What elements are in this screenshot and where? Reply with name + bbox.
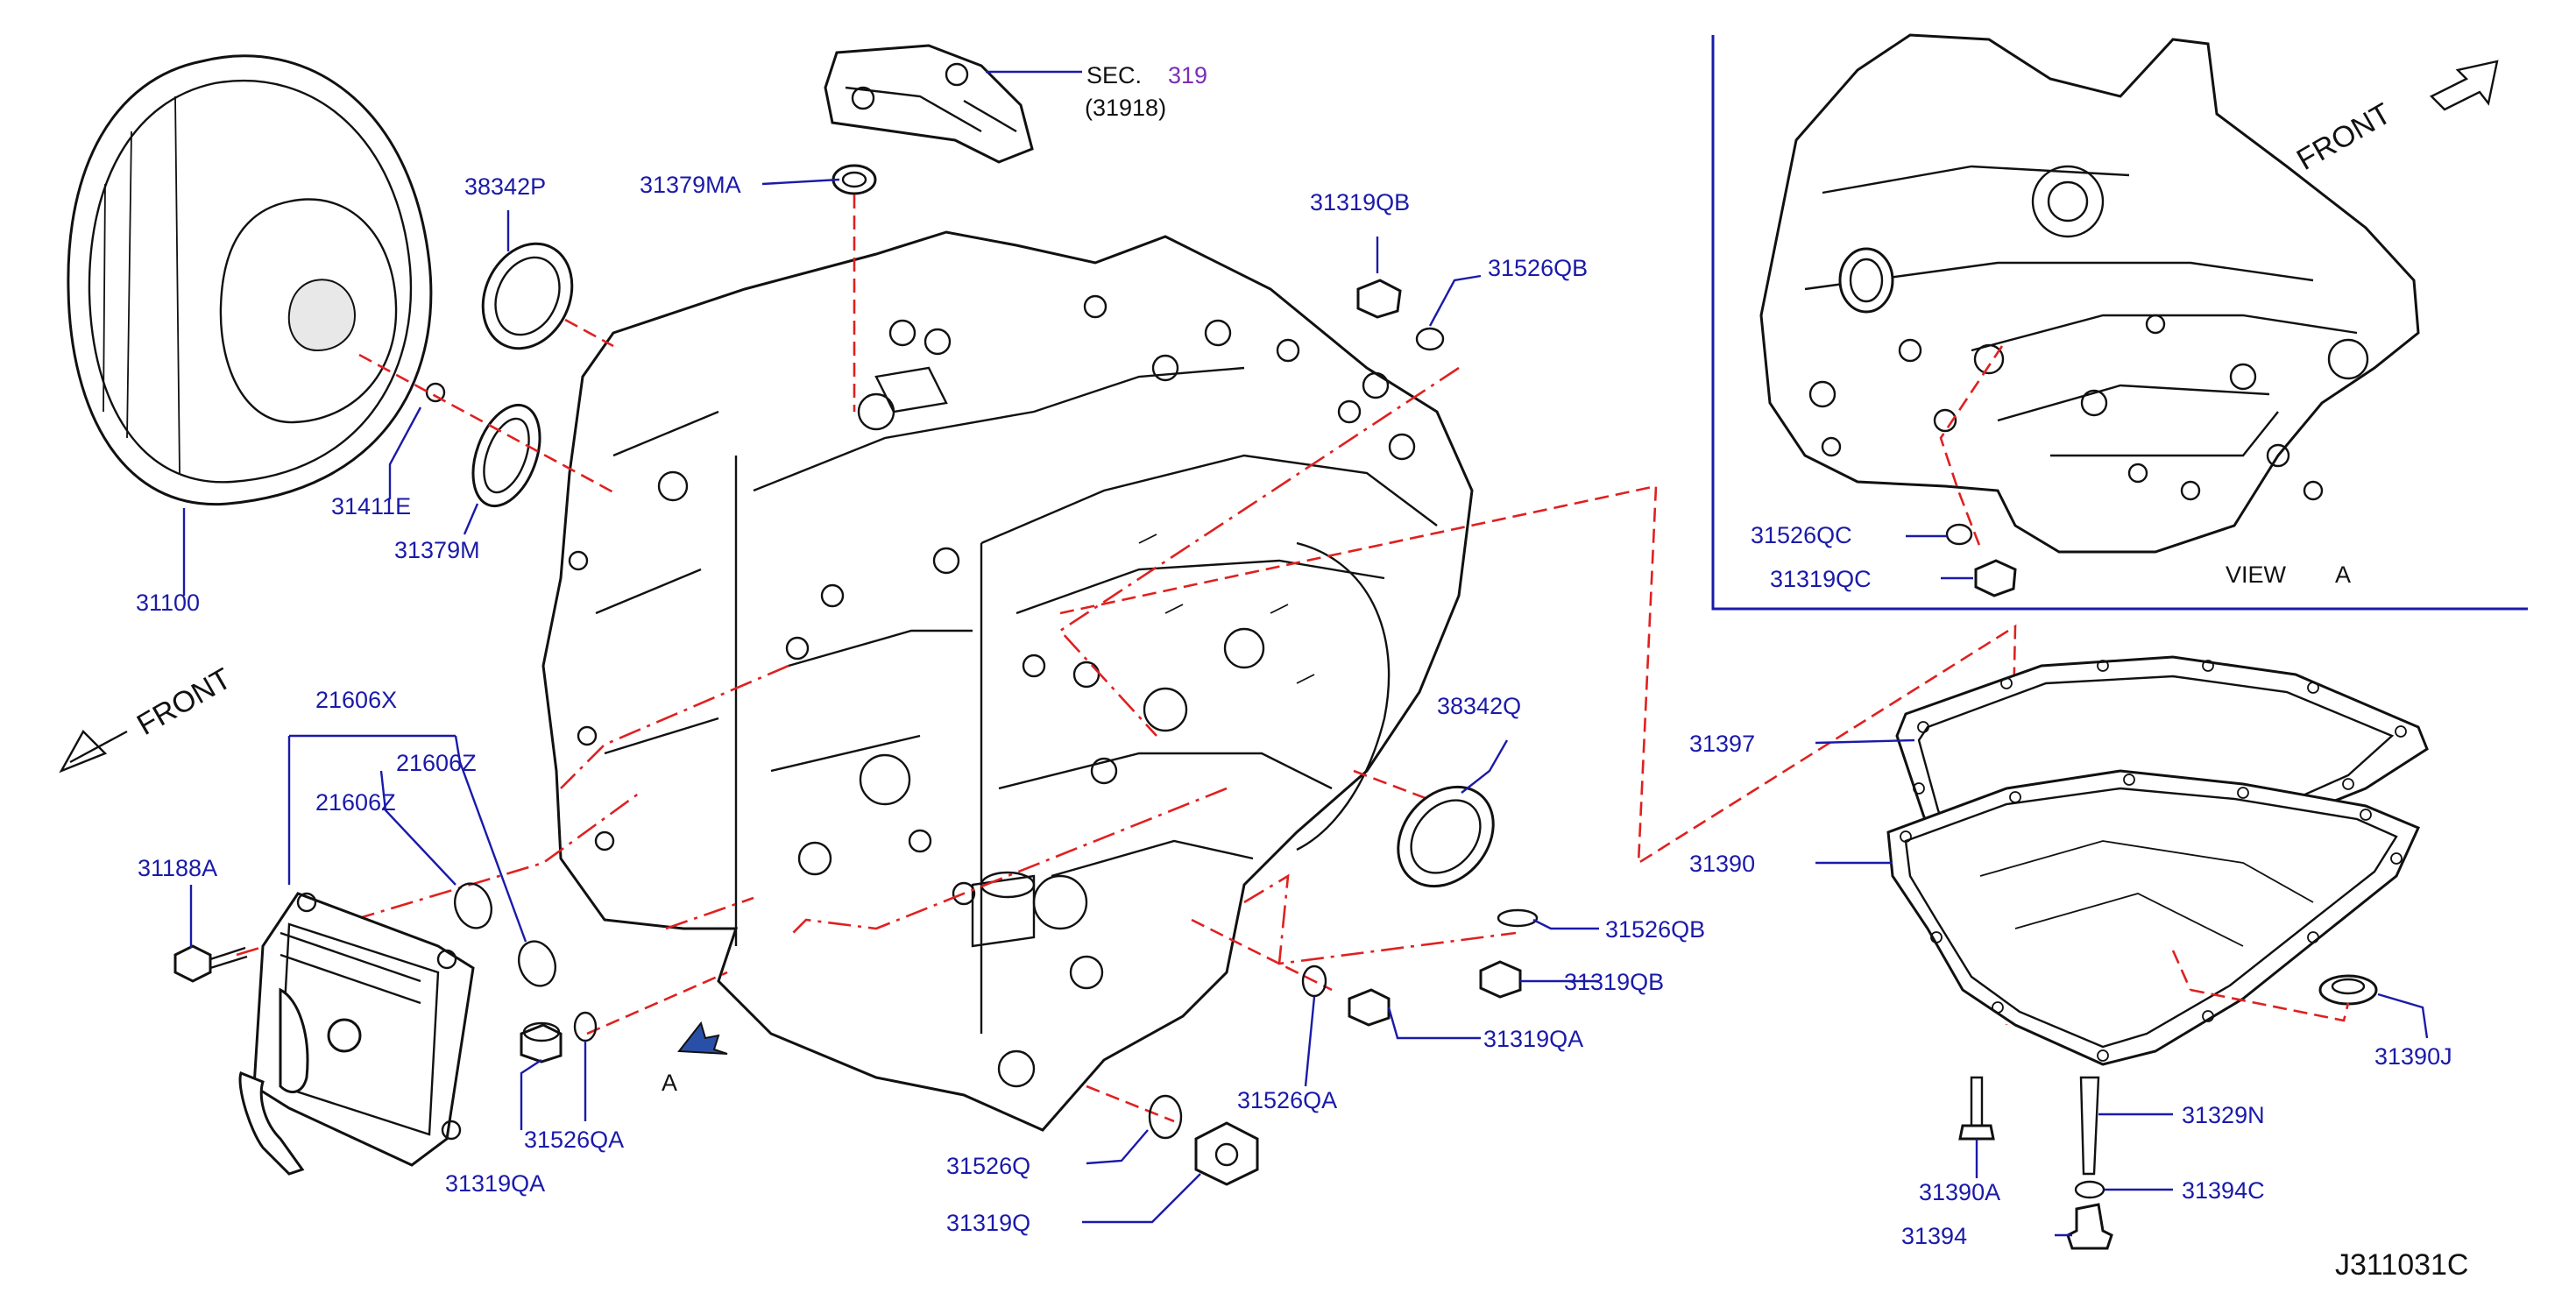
leaders-blue bbox=[182, 70, 2429, 1237]
plug-31319Q[interactable] bbox=[1194, 1121, 1259, 1186]
o-ring-31526QA-mid[interactable] bbox=[1301, 964, 1327, 998]
label-21606X: 21606X bbox=[315, 687, 397, 713]
o-ring-31411E[interactable] bbox=[425, 382, 446, 403]
view-A-frame bbox=[1711, 35, 2528, 611]
o-ring-31526QC[interactable] bbox=[1945, 523, 1973, 546]
leader-31319QA-mid bbox=[1191, 918, 1333, 992]
view-A-case-detail bbox=[1759, 33, 2420, 554]
label-31100: 31100 bbox=[136, 590, 200, 616]
label-sec-319[interactable]: 319 bbox=[1168, 62, 1207, 88]
plug-31319QB-top[interactable] bbox=[1356, 279, 1402, 319]
label-31379M: 31379M bbox=[394, 537, 480, 563]
view-direction-arrow-A bbox=[677, 1021, 728, 1055]
leader-view-A bbox=[1939, 345, 2004, 548]
label-31526QB-right: 31526QB bbox=[1605, 916, 1705, 943]
leader-dashdot-view bbox=[1058, 366, 1460, 737]
label-31319QA-mid: 31319QA bbox=[1483, 1026, 1583, 1052]
torque-converter-31100[interactable] bbox=[67, 54, 433, 506]
leader-31319Q bbox=[1086, 1085, 1175, 1123]
label-31319QB-right: 31319QB bbox=[1564, 969, 1664, 995]
label-31319QB-top: 31319QB bbox=[1310, 189, 1410, 215]
label-31319QC: 31319QC bbox=[1770, 566, 1872, 592]
label-31411E: 31411E bbox=[331, 493, 411, 519]
label-31394C: 31394C bbox=[2182, 1177, 2265, 1204]
o-ring-31526Q[interactable] bbox=[1148, 1094, 1183, 1140]
label-31526QC: 31526QC bbox=[1751, 522, 1852, 548]
label-31329N: 31329N bbox=[2182, 1102, 2265, 1128]
leader-dashdot-lower bbox=[560, 664, 1228, 938]
label-38342P: 38342P bbox=[464, 173, 546, 200]
label-sec-prefix: SEC. bbox=[1086, 62, 1142, 88]
label-sec-sub: (31918) bbox=[1085, 95, 1166, 121]
label-31188A: 31188A bbox=[138, 855, 217, 881]
tube-31329N[interactable] bbox=[2079, 1076, 2100, 1176]
inhibitor-switch-sec-319[interactable] bbox=[824, 44, 1034, 164]
label-21606Z-a: 21606Z bbox=[396, 750, 477, 776]
o-ring-31526QB-top[interactable] bbox=[1415, 327, 1445, 351]
leader-left-lower bbox=[665, 873, 1517, 965]
leader-38342P bbox=[564, 318, 614, 348]
drawing-code: J311031C bbox=[2335, 1248, 2469, 1282]
oil-pan-31390[interactable] bbox=[1886, 769, 2421, 1066]
bolt-31390A[interactable] bbox=[1958, 1076, 1995, 1141]
washer-31394C[interactable] bbox=[2074, 1180, 2105, 1199]
front-arrow-right bbox=[2429, 60, 2499, 111]
oil-seal-38342Q[interactable] bbox=[1378, 768, 1512, 906]
label-31526Q: 31526Q bbox=[946, 1153, 1030, 1179]
oil-seal-31379M[interactable] bbox=[461, 396, 553, 515]
o-ring-31526QB-right[interactable] bbox=[1497, 908, 1539, 928]
label-view: VIEW bbox=[2226, 562, 2287, 588]
label-21606Z-b: 21606Z bbox=[315, 789, 396, 816]
o-ring-21606Z-b[interactable] bbox=[513, 936, 561, 992]
oil-seal-38342P[interactable] bbox=[466, 230, 588, 364]
o-ring-21606Z-a[interactable] bbox=[449, 879, 497, 934]
label-38342Q: 38342Q bbox=[1437, 693, 1521, 719]
label-31526QA-mid: 31526QA bbox=[1237, 1087, 1337, 1113]
label-31397: 31397 bbox=[1689, 731, 1755, 757]
label-31319QA-left: 31319QA bbox=[445, 1170, 545, 1197]
label-31390A: 31390A bbox=[1919, 1179, 2000, 1205]
plug-31319QC[interactable] bbox=[1974, 559, 2017, 597]
transmission-case-body bbox=[541, 230, 1474, 1132]
label-31526QB-top: 31526QB bbox=[1488, 255, 1588, 281]
label-front-left: FRONT bbox=[131, 661, 237, 741]
leader-31100 bbox=[358, 353, 616, 495]
oil-cooler-21606X[interactable] bbox=[238, 892, 475, 1176]
leader-31526QA-left bbox=[586, 971, 728, 1035]
label-front-right: FRONT bbox=[2291, 96, 2396, 176]
front-arrow-left bbox=[59, 730, 128, 774]
plug-31319QA-left[interactable] bbox=[520, 1021, 563, 1063]
magnet-31390J[interactable] bbox=[2318, 974, 2378, 1006]
label-arrow-A: A bbox=[662, 1070, 677, 1096]
plug-31319QB-right[interactable] bbox=[1479, 960, 1522, 999]
label-31394: 31394 bbox=[1901, 1223, 1967, 1249]
bolt-31188A[interactable] bbox=[173, 944, 248, 983]
label-31390: 31390 bbox=[1689, 851, 1755, 877]
label-31526QA-left: 31526QA bbox=[524, 1127, 624, 1153]
label-31390J: 31390J bbox=[2374, 1043, 2452, 1070]
label-31319Q: 31319Q bbox=[946, 1210, 1030, 1236]
plug-31319QA-mid[interactable] bbox=[1348, 988, 1391, 1027]
leader-31390J bbox=[2171, 950, 2350, 1022]
drain-plug-31394[interactable] bbox=[2066, 1203, 2113, 1250]
o-ring-31526QA-left[interactable] bbox=[573, 1011, 598, 1042]
label-31379MA: 31379MA bbox=[640, 172, 741, 198]
label-view-letter: A bbox=[2335, 562, 2351, 588]
oil-seal-31379MA[interactable] bbox=[832, 164, 877, 195]
